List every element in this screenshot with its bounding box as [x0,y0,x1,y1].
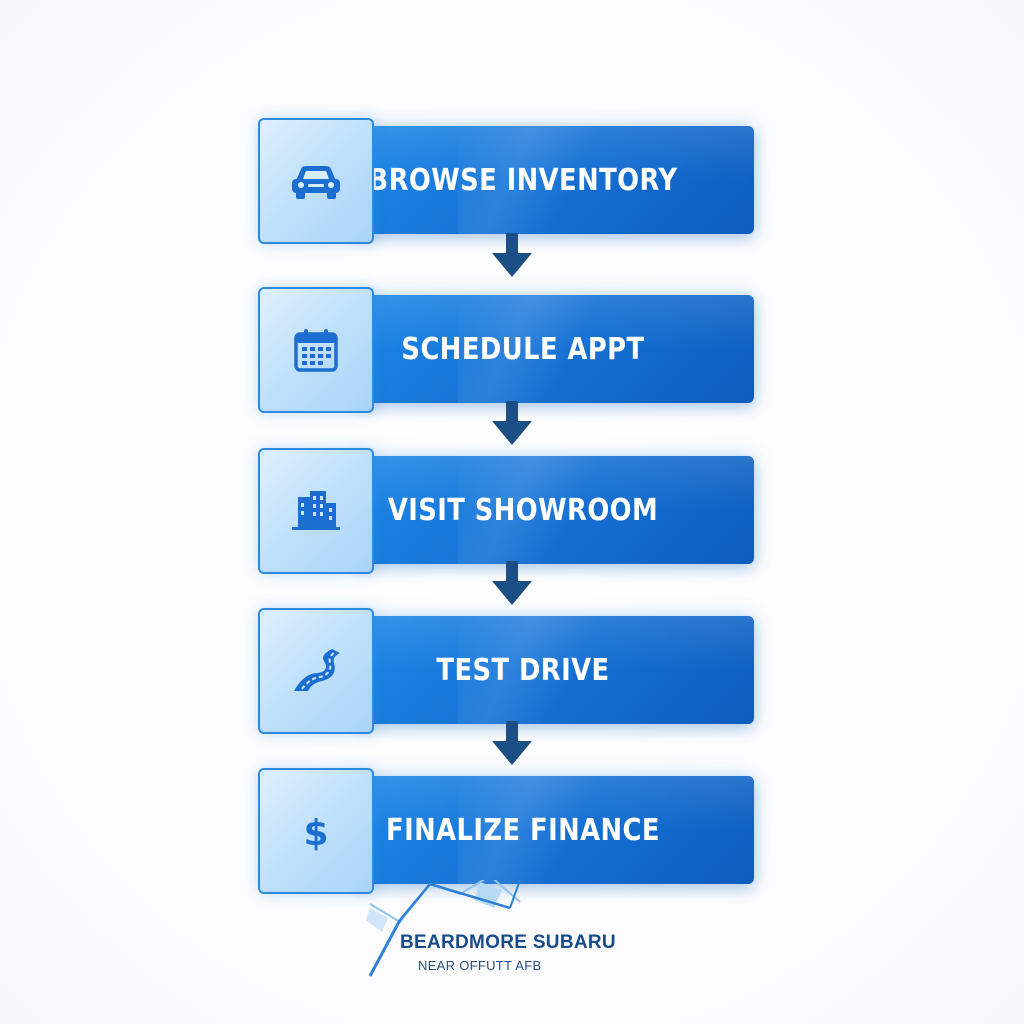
step-icon-tile [258,118,374,244]
svg-text:$: $ [303,813,328,854]
dealer-name: BEARDMORE SUBARU [400,932,616,953]
step-icon-tile [258,287,374,413]
dealer-location: NEAR OFFUTT AFB [418,958,542,973]
calendar-icon [294,329,338,372]
step-bar [358,616,754,724]
arrow-down-icon [492,561,532,605]
step-label: BROWSE INVENTORY [368,162,678,198]
step-browse-inventory[interactable]: BROWSE INVENTORY [258,118,754,244]
building-icon [292,491,340,530]
dollar-icon: $ [303,813,328,854]
step-visit-showroom[interactable]: VISIT SHOWROOM [258,448,754,574]
car-icon [292,166,340,199]
step-finalize-finance[interactable]: $ FINALIZE FINANCE [258,768,754,894]
step-schedule-appt[interactable]: SCHEDULE APPT [258,287,754,413]
step-test-drive[interactable]: TEST DRIVE [258,608,754,734]
step-label: FINALIZE FINANCE [386,812,660,848]
step-bar [358,295,754,403]
arrow-down-icon [492,721,532,765]
road-icon [294,649,340,691]
step-label: VISIT SHOWROOM [387,492,659,528]
step-label: TEST DRIVE [436,652,610,688]
step-icon-tile [258,448,374,574]
step-bar [358,126,754,234]
arrow-down-icon [492,401,532,445]
step-label: SCHEDULE APPT [401,331,645,367]
map-icon [366,880,521,977]
step-icon-tile [258,608,374,734]
step-bar [358,776,754,884]
arrow-down-icon [492,233,532,277]
step-bar [358,456,754,564]
step-icon-tile: $ [258,768,374,894]
dealer-block: BEARDMORE SUBARU NEAR OFFUTT AFB [360,880,680,990]
